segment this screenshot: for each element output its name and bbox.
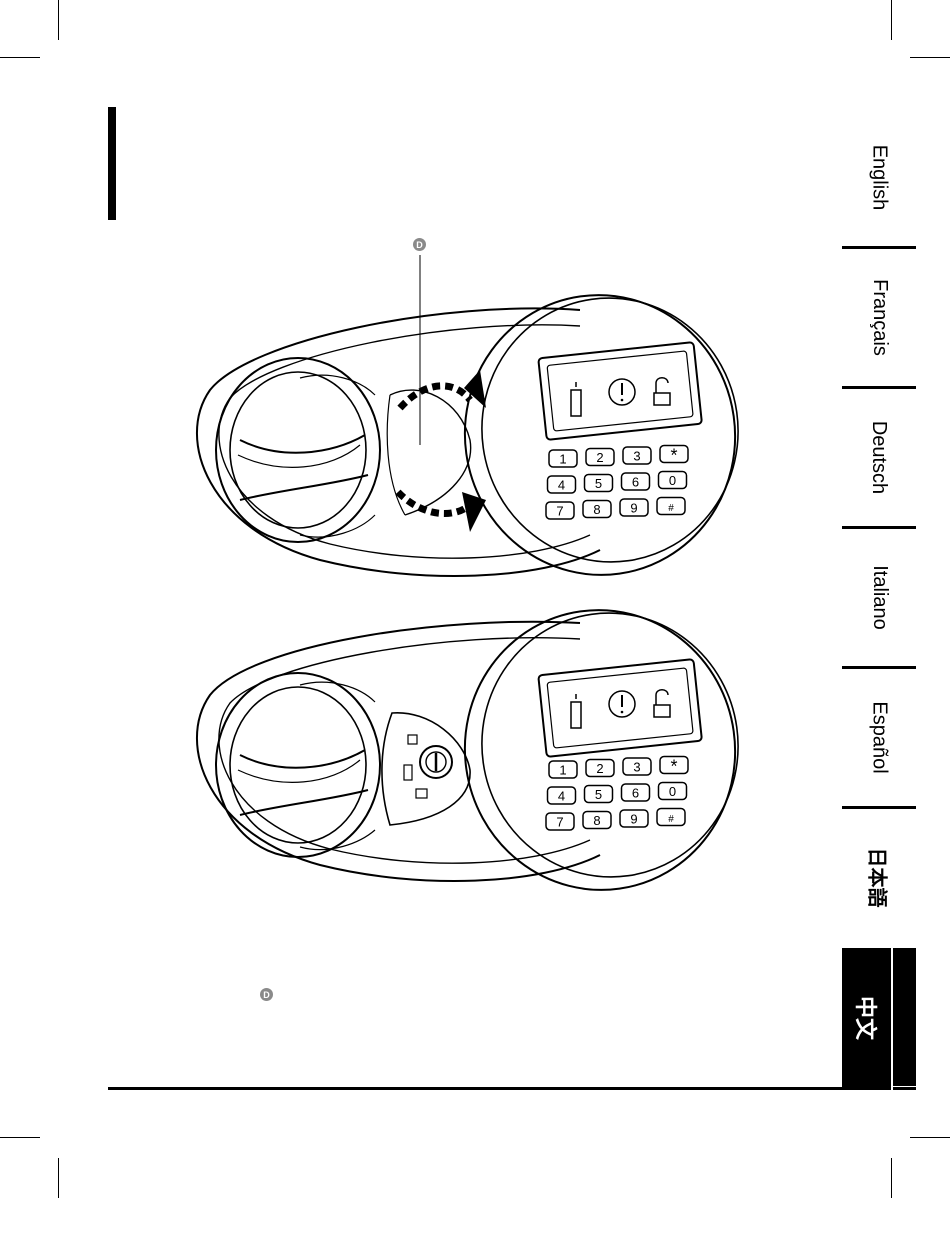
crop-mark [891,1158,892,1198]
keypad-key-8[interactable]: 8 [583,812,611,829]
keypad-key-label: 8 [593,813,600,828]
tab-italiano-label: Italiano [868,565,891,630]
keypad-key-star[interactable]: * [660,757,688,777]
crop-mark [58,1158,59,1198]
keypad-key-label: 0 [669,473,676,488]
keypad-key-label: 6 [632,475,639,490]
section-marker-bar [108,107,116,220]
arrow-down-icon [398,492,486,532]
keypad-key-label: 7 [556,815,563,830]
unlock-icon [654,378,670,405]
keypad-key-label: 4 [558,478,565,493]
safe-lock-cover-open-figure: 1 2 3 * 4 5 6 0 7 8 9 # D [180,230,760,600]
keypad-key-label: 2 [596,761,603,776]
safe-lock-illustration: 1 2 3 * 4 5 6 0 7 8 9 # [180,585,760,905]
crop-mark [910,57,950,58]
crop-mark [58,0,59,40]
keypad-key-label: 2 [596,450,603,465]
keypad-key-0[interactable]: 0 [659,472,687,489]
crop-mark [910,1137,950,1138]
language-tabs: English Français Deutsch Italiano Españo… [842,108,916,1088]
keypad-key-label: 0 [669,784,676,799]
keypad-key-hash[interactable]: # [657,498,685,515]
tab-espanol[interactable]: Español [842,669,916,806]
tab-chinese[interactable]: 中文 [842,948,892,1088]
tab-deutsch[interactable]: Deutsch [842,389,916,526]
keypad: 1 2 3 * 4 5 6 0 7 8 9 # [546,446,688,520]
keypad-key-label: 3 [633,760,640,775]
tab-english-label: English [867,144,890,210]
keypad-key-2[interactable]: 2 [586,449,614,466]
tab-espanol-label: Español [868,701,891,773]
unlock-icon [654,690,670,717]
tab-francais-label: Français [868,279,891,356]
tab-chinese-label: 中文 [851,996,883,1040]
battery-icon [571,694,581,728]
tab-english[interactable]: English [842,108,916,246]
crop-mark [0,1137,40,1138]
keypad-key-9[interactable]: 9 [620,499,648,516]
keypad-key-label: 5 [595,787,602,802]
keypad-key-label: 6 [632,786,639,801]
safe-lock-cover-closed-figure: 1 2 3 * 4 5 6 0 7 8 9 # [180,585,760,905]
keypad-key-8[interactable]: 8 [583,501,611,518]
keypad-key-hash[interactable]: # [657,809,685,826]
keypad-key-label: 1 [559,452,566,467]
crop-mark [0,57,40,58]
keypad-key-label: 4 [558,789,565,804]
keypad-key-6[interactable]: 6 [622,473,650,490]
alert-icon [609,379,635,405]
battery-icon [571,382,581,416]
alert-icon [609,691,635,717]
active-tab-edge [892,948,916,1086]
keypad-key-6[interactable]: 6 [622,784,650,801]
tab-japanese[interactable]: 日本語 [842,809,916,946]
safe-lock-illustration: 1 2 3 * 4 5 6 0 7 8 9 # [180,230,760,600]
footer-rule [108,1087,916,1090]
keypad-key-1[interactable]: 1 [549,761,577,778]
tab-deutsch-label: Deutsch [868,421,891,494]
tab-italiano[interactable]: Italiano [842,529,916,666]
keypad-key-9[interactable]: 9 [620,810,648,827]
keypad-key-3[interactable]: 3 [623,447,651,464]
keypad-key-label: 9 [630,812,637,827]
keypad-key-5[interactable]: 5 [585,475,613,492]
keypad-key-label: 7 [556,504,563,519]
active-tab-edge-gap [891,948,893,1090]
keypad-key-label: 8 [593,502,600,517]
keypad-key-label: 5 [595,476,602,491]
keypad-key-0[interactable]: 0 [659,783,687,800]
keypad-key-2[interactable]: 2 [586,760,614,777]
keypad-key-label: * [670,446,677,466]
keypad-key-label: 3 [633,449,640,464]
keypad-key-star[interactable]: * [660,446,688,466]
keypad-key-7[interactable]: 7 [546,502,574,519]
tab-japanese-label: 日本語 [865,848,894,908]
crop-mark [891,0,892,40]
arrow-up-icon [400,370,486,408]
keypad-key-1[interactable]: 1 [549,450,577,467]
keypad-key-4[interactable]: 4 [548,787,576,804]
tab-francais[interactable]: Français [842,249,916,386]
keypad: 1 2 3 * 4 5 6 0 7 8 9 # [546,757,688,831]
keypad-key-4[interactable]: 4 [548,476,576,493]
keypad-key-label: # [668,503,674,514]
keypad-key-label: 1 [559,763,566,778]
keypad-key-label: # [668,814,674,825]
keypad-key-7[interactable]: 7 [546,813,574,830]
callout-badge-footnote: D [260,988,273,1001]
keypad-key-label: * [670,757,677,777]
keypad-key-5[interactable]: 5 [585,786,613,803]
keypad-key-label: 9 [630,501,637,516]
keypad-key-3[interactable]: 3 [623,758,651,775]
callout-badge: D [413,238,426,251]
